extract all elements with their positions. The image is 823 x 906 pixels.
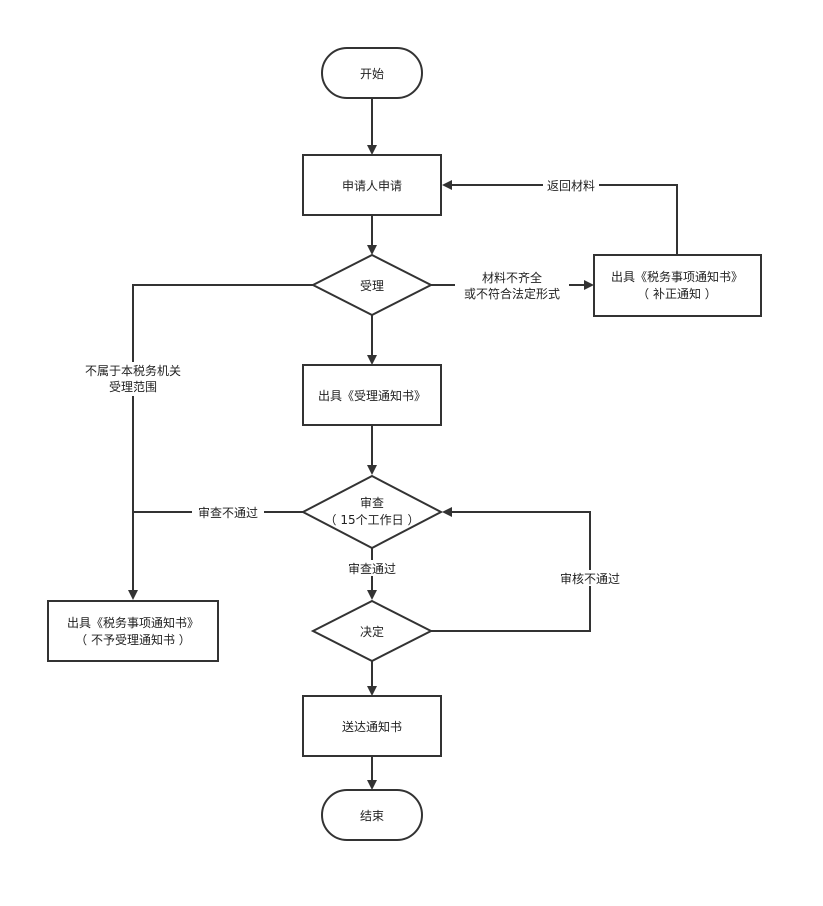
edge-accept-out-of-scope <box>128 284 313 600</box>
node-start-label: 开始 <box>360 67 384 81</box>
node-supplement-notice-line1: 出具《税务事项通知书》 <box>611 269 743 284</box>
node-reject-notice-line2: （ 不予受理通知书 ） <box>75 633 191 647</box>
node-review: 审查 （ 15个工作日 ） <box>300 474 444 550</box>
node-apply-label: 申请人申请 <box>342 179 402 193</box>
edge-supplement-return-to-apply <box>442 180 678 254</box>
node-reject-notice: 出具《税务事项通知书》 （ 不予受理通知书 ） <box>47 600 219 662</box>
node-start: 开始 <box>321 47 423 99</box>
node-end: 结束 <box>321 789 423 841</box>
edge-labels: 返回材料 材料不齐全 或不符合法定形式 不属于本税务机关 受理范围 审查不通过 … <box>78 177 625 586</box>
label-return-materials: 返回材料 <box>547 179 595 193</box>
label-out-of-scope-line1: 不属于本税务机关 <box>85 363 181 378</box>
node-accept-notice-label: 出具《受理通知书》 <box>318 389 426 403</box>
node-deliver: 送达通知书 <box>302 695 442 757</box>
label-out-of-scope-line2: 受理范围 <box>109 380 157 394</box>
node-decision: 决定 <box>310 599 434 663</box>
label-incomplete-line1: 材料不齐全 <box>482 270 542 285</box>
node-end-label: 结束 <box>360 809 384 823</box>
label-incomplete-line2: 或不符合法定形式 <box>464 286 560 301</box>
label-review-fail: 审查不通过 <box>198 505 258 520</box>
node-apply: 申请人申请 <box>302 154 442 216</box>
node-decision-label: 决定 <box>360 624 384 639</box>
label-verify-fail: 审核不通过 <box>560 571 620 586</box>
node-reject-notice-line1: 出具《税务事项通知书》 <box>67 615 199 630</box>
node-supplement-notice-line2: （ 补正通知 ） <box>637 287 717 301</box>
node-deliver-label: 送达通知书 <box>342 719 402 734</box>
node-accept-notice: 出具《受理通知书》 <box>302 364 442 426</box>
label-review-pass: 审查通过 <box>348 561 396 576</box>
node-review-line2: （ 15个工作日 ） <box>325 513 420 527</box>
node-accept-label: 受理 <box>360 279 384 293</box>
node-accept: 受理 <box>310 253 434 317</box>
node-supplement-notice: 出具《税务事项通知书》 （ 补正通知 ） <box>593 254 762 317</box>
node-review-line1: 审查 <box>360 495 384 510</box>
